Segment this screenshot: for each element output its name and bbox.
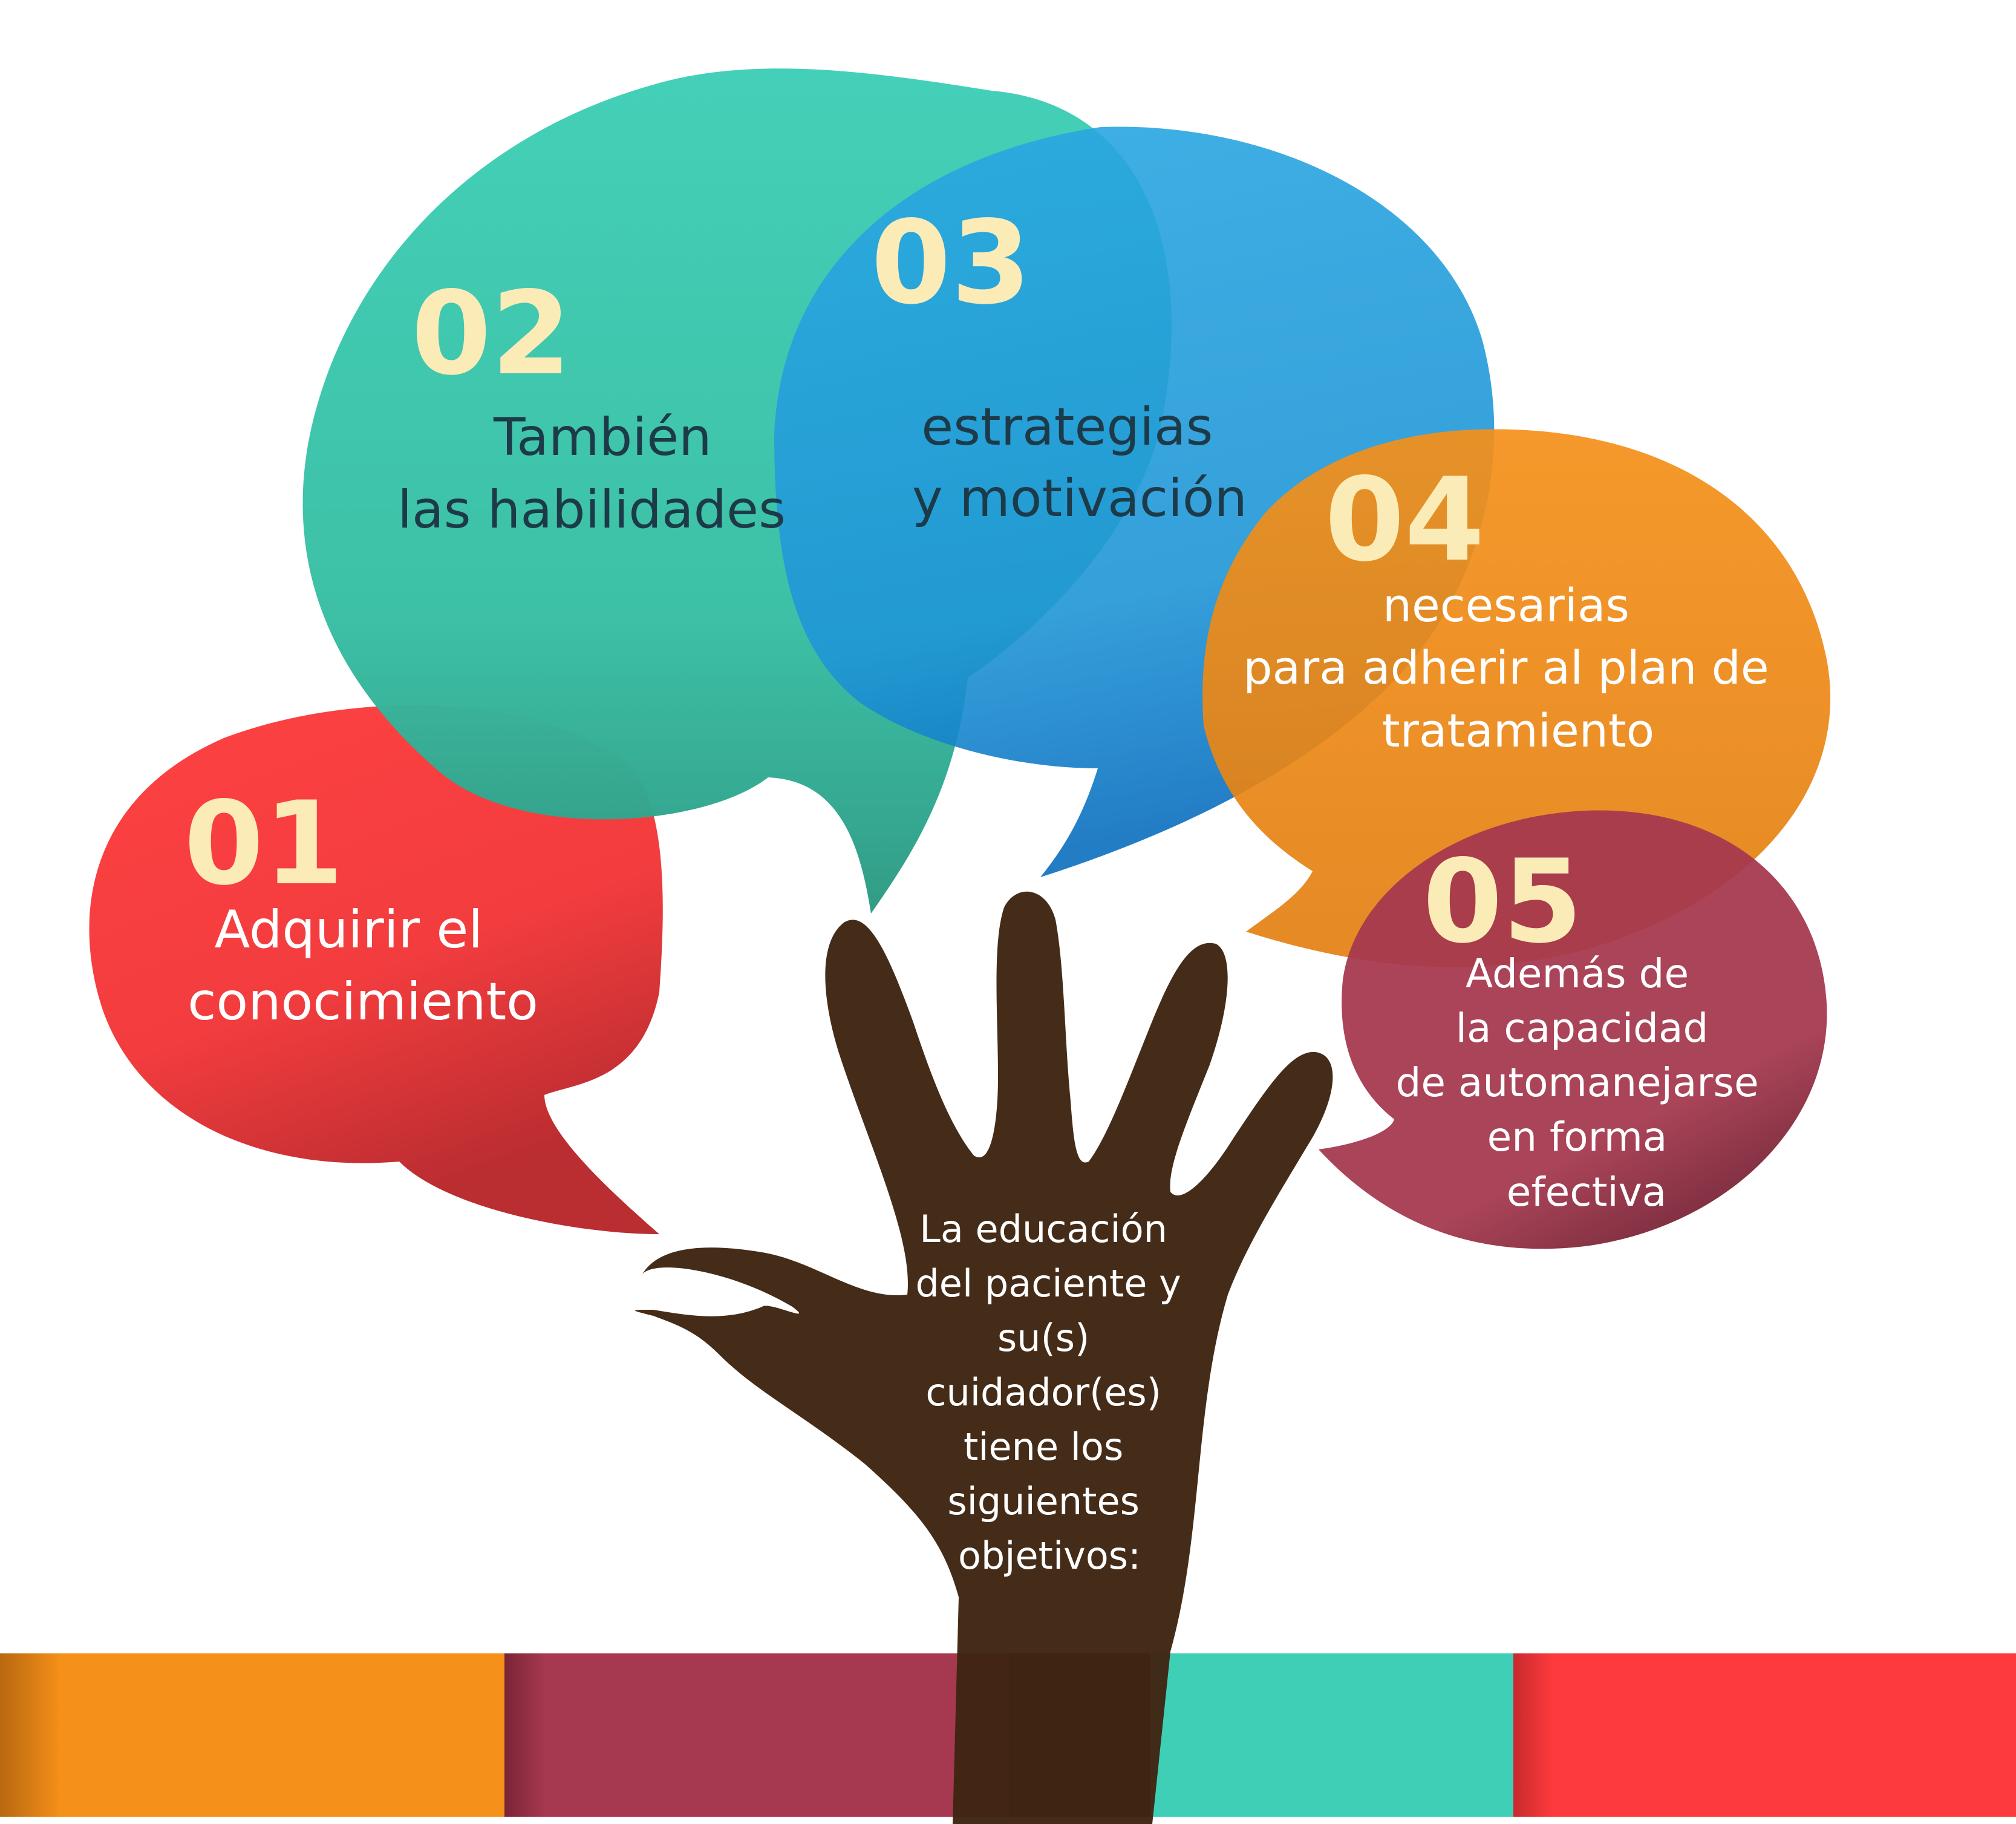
bubble-03-number: 03 — [871, 196, 1031, 330]
bottom-color-bar — [0, 1653, 2016, 1817]
bubble-01-label: Adquirir el conocimiento — [188, 900, 538, 1032]
bubble-02-label: También las habilidades — [397, 407, 786, 540]
bubble-03-line: estrategias — [921, 397, 1213, 457]
bubble-02-line: También — [493, 407, 712, 468]
bar-segment-maroon — [504, 1653, 1009, 1817]
hand-text: La educación del paciente y su(s) cuidad… — [915, 1207, 1193, 1578]
bubble-04-number: 04 — [1325, 453, 1484, 587]
hand-line: cuidador(es) — [925, 1370, 1161, 1414]
hand-line: siguientes — [947, 1479, 1140, 1523]
bubble-01-line: Adquirir el — [215, 900, 483, 960]
bubble-05-line: en forma — [1487, 1114, 1668, 1160]
bubble-05-number: 05 — [1423, 835, 1582, 969]
bubble-05-label: Además de la capacidad de automanejarse … — [1395, 950, 1771, 1215]
bubble-02-number: 02 — [411, 267, 571, 400]
hand-line: La educación — [919, 1207, 1167, 1251]
hand-shape — [635, 891, 1333, 1824]
hand-line: objetivos: — [958, 1534, 1141, 1578]
bubble-04-line: para adherir al plan de — [1243, 641, 1769, 695]
bar-segment-red — [1513, 1653, 2016, 1817]
bubble-04-label: necesarias para adherir al plan de trata… — [1243, 578, 1784, 757]
hand-line: tiene los — [964, 1425, 1123, 1469]
hand-line: su(s) — [997, 1316, 1089, 1360]
bubble-05-line: la capacidad — [1456, 1005, 1709, 1051]
bar-segment-teal — [1150, 1653, 1513, 1817]
bubble-04-line: necesarias — [1383, 578, 1629, 632]
bubble-03-line: y motivación — [912, 468, 1247, 529]
bubble-05-maroon — [1319, 810, 1827, 1249]
bubble-05-line: de automanejarse — [1395, 1059, 1758, 1106]
bubble-02-line: las habilidades — [397, 480, 786, 540]
bubble-01-red — [89, 705, 663, 1234]
bubble-01-line: conocimiento — [188, 972, 538, 1032]
bubble-03-label: estrategias y motivación — [912, 397, 1247, 529]
bubble-05-line: efectiva — [1507, 1169, 1666, 1215]
hand-line: del paciente y — [915, 1261, 1181, 1306]
bubble-04-line: tratamiento — [1382, 704, 1654, 757]
bar-segment-orange — [0, 1653, 504, 1817]
bubble-01-number: 01 — [184, 777, 344, 910]
bubble-05-line: Además de — [1466, 950, 1689, 997]
